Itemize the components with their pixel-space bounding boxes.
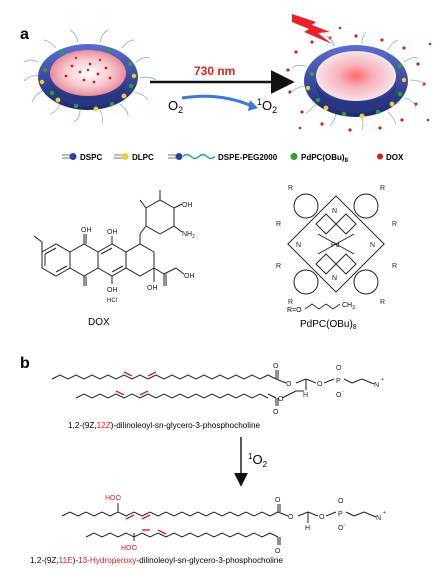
svg-text:R: R bbox=[380, 299, 385, 306]
svg-text:O: O bbox=[317, 381, 323, 388]
svg-text:-: - bbox=[344, 522, 346, 528]
singlet-oxygen-arrow-label: 1O2 bbox=[248, 452, 268, 469]
svg-text:OH: OH bbox=[184, 273, 195, 280]
laser-wavelength-label: 730 nm bbox=[194, 64, 235, 78]
svg-text:O: O bbox=[273, 409, 279, 416]
svg-text:N: N bbox=[296, 242, 301, 249]
legend-item-dox: DOX bbox=[377, 153, 404, 162]
svg-text:O: O bbox=[288, 514, 294, 521]
oxidation-arrow: 1O2 bbox=[234, 437, 268, 487]
panel-a-label: a bbox=[20, 26, 29, 43]
pdpc-name: PdPC(OBu)8 bbox=[300, 319, 357, 331]
pdpc-structure bbox=[287, 193, 385, 295]
svg-text:+: + bbox=[381, 377, 384, 383]
svg-text:NH2: NH2 bbox=[182, 231, 195, 240]
svg-text:N: N bbox=[374, 382, 379, 389]
svg-text:PdPC(OBu)8: PdPC(OBu)8 bbox=[301, 153, 349, 164]
reaction-arrow: 730 nm O2 1O2 bbox=[150, 64, 295, 115]
svg-text:Pd: Pd bbox=[331, 242, 340, 249]
svg-text:P: P bbox=[338, 511, 343, 518]
svg-text:H: H bbox=[303, 392, 308, 399]
pdpc-atom-labels: Pd N N N N R R R R R R R R bbox=[276, 185, 397, 306]
svg-text:O: O bbox=[338, 525, 344, 532]
svg-text:N: N bbox=[332, 275, 337, 282]
svg-text:CH3: CH3 bbox=[342, 302, 355, 311]
svg-text:O: O bbox=[336, 392, 342, 399]
svg-text:HCl: HCl bbox=[107, 298, 117, 304]
svg-text:R: R bbox=[392, 221, 397, 228]
svg-text:O: O bbox=[275, 548, 281, 555]
svg-text:O: O bbox=[275, 497, 281, 504]
svg-text:+: + bbox=[383, 510, 386, 516]
svg-text:DSPE-PEG2000: DSPE-PEG2000 bbox=[218, 153, 278, 162]
svg-text:OH: OH bbox=[147, 285, 158, 292]
svg-text:R: R bbox=[380, 185, 385, 192]
svg-text:R: R bbox=[276, 263, 281, 270]
lightning-icon bbox=[292, 14, 332, 44]
svg-text:O: O bbox=[273, 363, 279, 370]
dox-atom-labels: OH OH OH OH OH OH NH2 HCl bbox=[81, 202, 195, 304]
legend-item-dspe-peg2000: DSPE-PEG2000 bbox=[168, 153, 278, 162]
svg-text:O: O bbox=[278, 396, 284, 403]
svg-text:N: N bbox=[332, 208, 337, 215]
panel-b-label: b bbox=[20, 355, 30, 372]
svg-text:P: P bbox=[336, 378, 341, 385]
liposome-before bbox=[23, 29, 157, 125]
dox-name: DOX bbox=[88, 317, 110, 328]
hydroperoxy-dlpc-name: 1,2-(9Z,11E)-13-Hydroperoxy-dilinoleoyl-… bbox=[30, 556, 283, 565]
svg-text:DLPC: DLPC bbox=[132, 153, 154, 162]
legend-item-pdpc: PdPC(OBu)8 bbox=[290, 153, 349, 164]
svg-text:DOX: DOX bbox=[386, 153, 404, 162]
svg-text:O: O bbox=[319, 514, 325, 521]
svg-text:O: O bbox=[286, 381, 292, 388]
hydroperoxy-atom-labels: HOO HOO O O O H O P O O - N + bbox=[105, 495, 386, 555]
svg-text:R: R bbox=[288, 185, 293, 192]
svg-text:HOO: HOO bbox=[105, 495, 122, 502]
svg-text:HOO: HOO bbox=[121, 545, 138, 552]
legend: DSPC DLPC DSPE-PEG2000 PdPC(OBu)8 DOX bbox=[62, 153, 404, 164]
svg-text:OH: OH bbox=[107, 229, 118, 236]
legend-item-dlpc: DLPC bbox=[114, 153, 154, 162]
svg-text:R: R bbox=[392, 263, 397, 270]
hydroperoxy-double-bonds bbox=[125, 514, 167, 535]
svg-text:O: O bbox=[338, 498, 344, 505]
svg-text:R=O: R=O bbox=[287, 307, 302, 314]
liposome-after bbox=[286, 26, 432, 132]
dlpc-structure bbox=[51, 370, 375, 406]
svg-text:R: R bbox=[288, 299, 293, 306]
svg-text:H: H bbox=[305, 525, 310, 532]
dlpc-double-bonds bbox=[115, 371, 157, 396]
hydroperoxy-dlpc-structure bbox=[61, 503, 377, 545]
dox-structure bbox=[33, 190, 185, 286]
svg-text:N: N bbox=[376, 515, 381, 522]
svg-text:R: R bbox=[276, 221, 281, 228]
svg-text:OH: OH bbox=[81, 227, 92, 234]
svg-text:-: - bbox=[342, 389, 344, 395]
svg-text:DSPC: DSPC bbox=[80, 153, 102, 162]
svg-text:OH: OH bbox=[182, 202, 193, 209]
svg-text:OH: OH bbox=[107, 287, 118, 294]
dlpc-atom-labels: O O O O H O P O O - N + bbox=[273, 363, 384, 416]
legend-item-dspc: DSPC bbox=[62, 153, 102, 162]
singlet-oxygen-label: 1O2 bbox=[257, 97, 277, 115]
pdpc-r-definition: R=O CH3 bbox=[287, 302, 355, 314]
dlpc-name: 1,2-(9Z,12Z)-dilinoleoyl-sn-glycero-3-ph… bbox=[68, 421, 260, 430]
svg-text:N: N bbox=[370, 242, 375, 249]
svg-text:O: O bbox=[336, 365, 342, 372]
oxygen-label: O2 bbox=[168, 98, 183, 115]
